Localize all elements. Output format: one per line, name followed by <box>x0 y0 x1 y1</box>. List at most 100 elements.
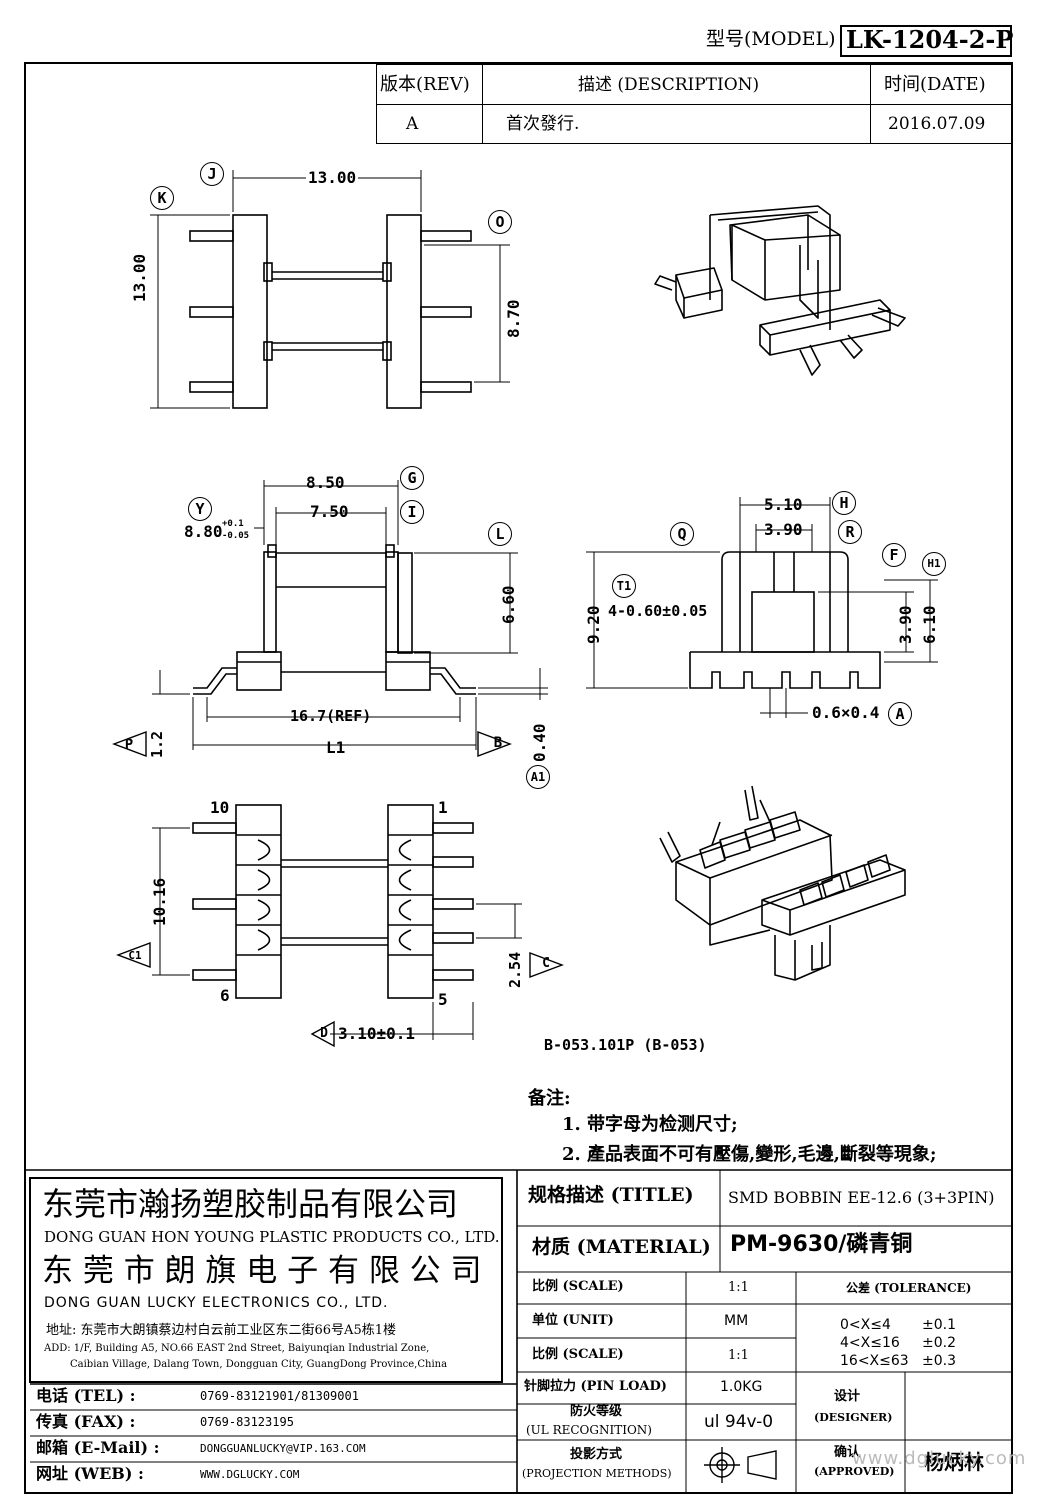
tol-880-lower: -0.05 <box>222 531 250 541</box>
tol-880-upper: +0.1 <box>222 519 244 529</box>
pin-load-label: 针脚拉力 (PIN LOAD) <box>524 1379 667 1394</box>
label-j: J <box>200 162 224 186</box>
scale-label: 比例 (SCALE) <box>532 1279 624 1294</box>
ul-label-cn: 防火等级 <box>570 1404 623 1419</box>
dim-850: 8.50 <box>306 473 345 492</box>
fax-value: 0769-83123195 <box>200 1415 294 1429</box>
dim-390-vertical: 3.90 <box>896 605 915 644</box>
dim-390: 3.90 <box>764 520 803 539</box>
unit-value: MM <box>724 1313 749 1329</box>
dim-920: 9.20 <box>584 605 603 644</box>
tel-value: 0769-83121901/81309001 <box>200 1389 359 1403</box>
dim-t1: 4-0.60±0.05 <box>608 602 708 620</box>
dim-1016: 10.16 <box>150 877 169 926</box>
projection-symbol <box>704 1447 777 1483</box>
material-label: 材质 (MATERIAL) <box>532 1236 711 1258</box>
approved-value: 杨炳林 <box>924 1450 984 1474</box>
label-c1: C1 <box>128 949 142 962</box>
desc-value: 首次發行. <box>506 114 580 134</box>
unit-label: 单位 (UNIT) <box>532 1313 614 1328</box>
note-1: 1. 带字母为检测尺寸; <box>562 1114 738 1135</box>
ul-label-en: (UL RECOGNITION) <box>526 1423 652 1437</box>
projection-label-cn: 投影方式 <box>570 1447 623 1462</box>
address-en-1: ADD: 1/F, Building A5, NO.66 EAST 2nd St… <box>44 1343 430 1354</box>
title-label: 规格描述 (TITLE) <box>528 1184 694 1206</box>
label-i: I <box>400 500 424 524</box>
label-d: D <box>320 1026 328 1041</box>
address-en-2: Caibian Village, Dalang Town, Dongguan C… <box>70 1359 448 1370</box>
pin-6-label: 6 <box>220 986 230 1005</box>
web-value[interactable]: WWW.DGLUCKY.COM <box>200 1468 300 1481</box>
model-box <box>840 25 1012 57</box>
dim-040: 0.40 <box>530 723 549 762</box>
tol-value-1: ±0.1 <box>922 1317 956 1333</box>
rev-col-header: 版本(REV) <box>380 74 470 95</box>
approved-label-cn: 确认 <box>834 1445 861 1460</box>
dim-height: 13.00 <box>130 253 149 302</box>
dim-pin-section: 0.6×0.4 <box>812 703 880 722</box>
drawing-frame <box>24 62 1013 1494</box>
pin-load-value: 1.0KG <box>720 1379 763 1395</box>
web-label: 网址 (WEB) : <box>36 1464 144 1483</box>
tol-range-2: 4<X≤16 <box>840 1335 900 1351</box>
label-q: Q <box>670 522 694 546</box>
tol-range-3: 16<X≤63 <box>840 1353 909 1369</box>
pin-10-label: 10 <box>210 798 230 817</box>
label-a: A <box>888 702 912 726</box>
scale-value: 1:1 <box>728 1280 749 1295</box>
model-label: 型号(MODEL) <box>706 28 836 50</box>
label-b: B <box>493 735 503 751</box>
model-value: LK-1204-2-P <box>846 25 1014 54</box>
designer-label-en: (DESIGNER) <box>814 1411 893 1424</box>
pin-5-label: 5 <box>438 990 448 1009</box>
title-value: SMD BOBBIN EE-12.6 (3+3PIN) <box>728 1188 995 1207</box>
approved-label-en: (APPROVED) <box>814 1465 895 1478</box>
scale-2-label: 比例 (SCALE) <box>532 1347 624 1362</box>
tol-value-3: ±0.3 <box>922 1353 956 1369</box>
dim-510: 5.10 <box>764 495 803 514</box>
label-o: O <box>488 210 512 234</box>
label-g: G <box>400 466 424 490</box>
label-r: R <box>838 520 862 544</box>
label-k: K <box>150 186 174 210</box>
dim-d: 3.10±0.1 <box>338 1024 416 1043</box>
dim-o: 8.70 <box>504 299 523 338</box>
dim-l1: L1 <box>326 738 346 757</box>
date-col-header: 时间(DATE) <box>884 74 986 95</box>
tol-range-1: 0<X≤4 <box>840 1317 891 1333</box>
email-value[interactable]: DONGGUANLUCKY@VIP.163.COM <box>200 1442 366 1455</box>
ul-value: ul 94v-0 <box>704 1412 774 1432</box>
company-cn-1: 东莞市瀚扬塑胶制品有限公司 <box>42 1185 459 1223</box>
tolerance-title: 公差 (TOLERANCE) <box>846 1281 972 1295</box>
projection-label-en: (PROJECTION METHODS) <box>522 1467 672 1480</box>
dim-610: 6.10 <box>920 605 939 644</box>
dim-750: 7.50 <box>310 502 349 521</box>
tol-value-2: ±0.2 <box>922 1335 956 1351</box>
tel-label: 电话 (TEL) : <box>36 1386 136 1405</box>
label-a1: A1 <box>526 765 550 789</box>
dim-880: 8.80 <box>184 522 223 541</box>
label-c: C <box>542 956 550 971</box>
fax-label: 传真 (FAX) : <box>36 1412 136 1431</box>
note-2: 2. 產品表面不可有壓傷,變形,毛邊,斷裂等現象; <box>562 1144 937 1165</box>
email-label: 邮箱 (E-Mail) : <box>36 1438 160 1457</box>
label-h1: H1 <box>922 552 946 576</box>
scale-2-value: 1:1 <box>728 1348 749 1363</box>
dim-width: 13.00 <box>306 168 359 187</box>
pin-1-label: 1 <box>438 798 448 817</box>
dim-12: 1.2 <box>148 730 166 758</box>
company-en-2: DONG GUAN LUCKY ELECTRONICS CO., LTD. <box>44 1295 389 1311</box>
label-t1: T1 <box>612 574 636 598</box>
dim-ref: 16.7(REF) <box>290 707 372 725</box>
notes-title: 备注: <box>528 1088 571 1109</box>
label-h: H <box>832 491 856 515</box>
company-en-1: DONG GUAN HON YOUNG PLASTIC PRODUCTS CO.… <box>44 1228 500 1246</box>
watermark: www.dglucky.com <box>852 1448 1027 1469</box>
rev-value: A <box>406 114 419 134</box>
desc-col-header: 描述 (DESCRIPTION) <box>578 75 760 95</box>
label-l: L <box>488 522 512 546</box>
designer-label-cn: 设计 <box>834 1389 861 1404</box>
part-number: B-053.101P (B-053) <box>544 1036 707 1054</box>
material-value: PM-9630/磷青铜 <box>730 1232 913 1257</box>
